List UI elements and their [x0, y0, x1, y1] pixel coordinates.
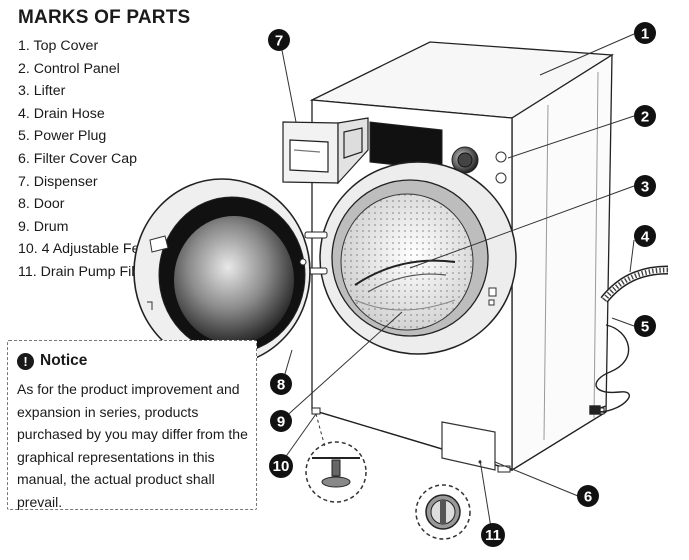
part-item-top-cover: 1. Top Cover	[18, 38, 99, 54]
parts-list: 1. Top Cover 2. Control Panel 3. Lifter …	[18, 35, 158, 284]
door	[133, 178, 311, 366]
notice-title: Notice	[40, 352, 88, 369]
callout-11: 11	[481, 523, 505, 547]
dispenser-drawer	[282, 117, 369, 185]
part-item-adjustable-feet: 10. 4 Adjustable Feet	[18, 241, 152, 258]
part-item-control-panel: 2. Control Panel	[18, 60, 120, 77]
callout-markers: 1 2 3 4 5 6 7 8 9 10 11	[268, 22, 656, 547]
drain-hose	[600, 265, 669, 303]
part-item-dispenser: 7. Dispenser	[18, 173, 98, 190]
control-panel	[369, 121, 507, 184]
callout-6: 6	[577, 485, 599, 507]
callout-2: 2	[634, 105, 656, 127]
page-title: MARKS OF PARTS	[18, 7, 191, 28]
notice-header: ! Notice	[17, 352, 87, 370]
part-item-power-plug: 5. Power Plug	[18, 128, 107, 145]
svg-text:9: 9	[277, 414, 285, 431]
callout-3: 3	[634, 175, 656, 197]
leader-lines	[279, 33, 635, 535]
svg-text:2: 2	[641, 109, 649, 126]
svg-text:11: 11	[485, 527, 501, 544]
part-item-drain-hose: 4. Drain Hose	[18, 105, 105, 122]
callout-1: 1	[634, 22, 656, 44]
foot-detail	[305, 413, 367, 503]
power-plug	[589, 324, 630, 415]
svg-text:10: 10	[273, 458, 290, 475]
exclamation-icon: !	[17, 352, 34, 370]
callout-10: 10	[269, 454, 293, 478]
callout-9: 9	[270, 410, 292, 432]
callout-5: 5	[634, 315, 656, 337]
notice-box: ! Notice As for the product improvement …	[7, 340, 257, 510]
svg-text:6: 6	[584, 489, 592, 506]
callout-7: 7	[268, 29, 290, 51]
notice-body: As for the product improvement and expan…	[17, 381, 248, 510]
svg-text:8: 8	[277, 377, 285, 394]
svg-text:3: 3	[641, 179, 649, 196]
part-item-door: 8. Door	[18, 196, 65, 213]
svg-text:7: 7	[275, 33, 283, 50]
part-item-drum: 9. Drum	[18, 218, 69, 235]
door-opening	[319, 161, 517, 355]
svg-text:4: 4	[641, 229, 650, 246]
callout-8: 8	[270, 373, 292, 395]
callout-4: 4	[634, 225, 656, 247]
filter-cover-cap	[441, 421, 496, 471]
svg-text:5: 5	[641, 319, 649, 336]
part-item-filter-cover-cap: 6. Filter Cover Cap	[18, 150, 138, 167]
part-item-lifter: 3. Lifter	[18, 83, 66, 100]
filter-detail	[415, 484, 471, 540]
svg-text:1: 1	[641, 26, 649, 43]
part-item-drain-pump-filter: 11. Drain Pump Filter	[18, 263, 151, 280]
